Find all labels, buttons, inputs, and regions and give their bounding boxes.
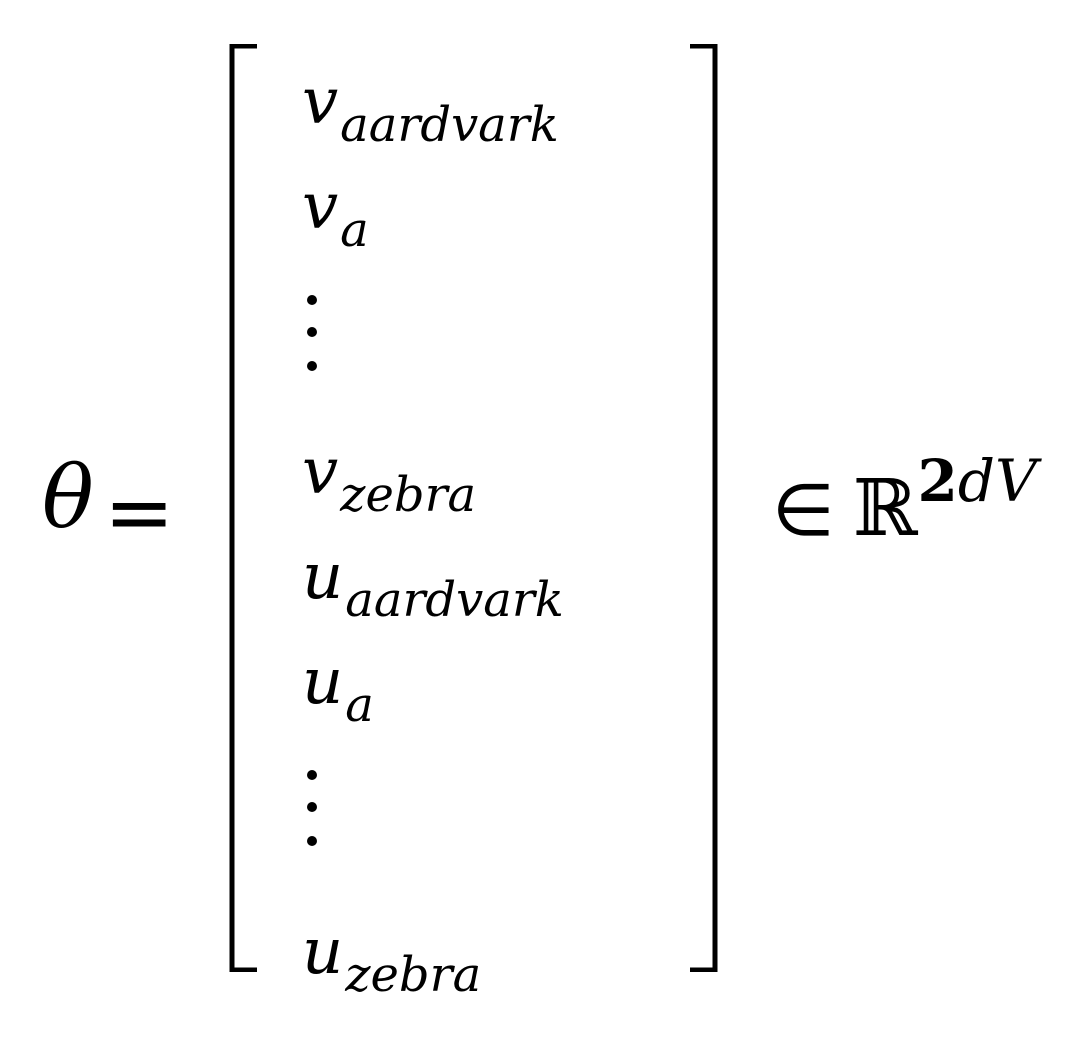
exponent-variables: dV xyxy=(957,447,1037,515)
vertical-ellipsis xyxy=(300,765,324,855)
vertical-ellipsis xyxy=(300,290,324,380)
dimension-exponent: 2dV xyxy=(918,447,1037,515)
left-bracket xyxy=(229,44,257,972)
right-bracket xyxy=(690,44,718,972)
entry-base-symbol: v xyxy=(302,435,339,509)
entry-subscript: aardvark xyxy=(345,572,564,628)
vector-entry-v-a: va xyxy=(302,175,369,254)
entry-base-symbol: v xyxy=(302,170,339,244)
entry-subscript: zebra xyxy=(345,947,482,1003)
vector-entry-u-zebra: uzebra xyxy=(302,920,481,999)
entry-base-symbol: u xyxy=(302,540,344,614)
equals-sign: = xyxy=(104,463,175,561)
element-of-symbol: ∈ xyxy=(772,468,835,552)
entry-base-symbol: u xyxy=(302,915,344,989)
vector-entry-v-zebra: vzebra xyxy=(302,440,476,519)
vector-entry-u-aardvark: uaardvark xyxy=(302,545,564,624)
lhs-theta-symbol: θ xyxy=(42,448,94,548)
membership-expression: ∈ℝ2dV xyxy=(772,452,1037,548)
entry-subscript: aardvark xyxy=(340,97,559,153)
exponent-number: 2 xyxy=(917,447,958,515)
vector-entry-u-a: ua xyxy=(302,650,374,729)
entry-subscript: a xyxy=(340,202,369,258)
real-numbers-symbol: ℝ xyxy=(852,464,918,554)
entry-subscript: a xyxy=(345,677,374,733)
entry-base-symbol: u xyxy=(302,645,344,719)
vector-entry-v-aardvark: vaardvark xyxy=(302,70,559,149)
entry-base-symbol: v xyxy=(302,65,339,139)
entry-subscript: zebra xyxy=(340,467,477,523)
